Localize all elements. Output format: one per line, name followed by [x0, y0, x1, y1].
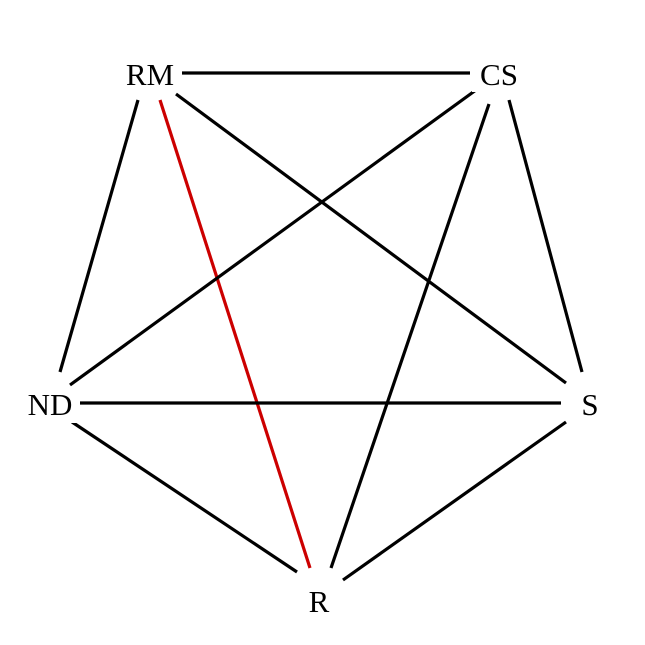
node-nd: ND [22, 387, 78, 423]
node-cs-background [472, 56, 526, 92]
edge-cs-r [329, 103, 491, 569]
node-s: S [575, 387, 605, 423]
edge-rm-nd [58, 99, 140, 373]
edge-cs-nd [69, 88, 477, 387]
edge-rm-s [175, 92, 567, 385]
edge-cs-s [507, 99, 584, 373]
node-r-label: R [309, 584, 330, 619]
node-nd-background [22, 387, 78, 423]
edge-nd-r [71, 420, 298, 574]
node-rm-label: RM [126, 57, 174, 92]
node-nd-label: ND [28, 387, 73, 422]
nodes-layer: RM CS ND S R [22, 56, 605, 619]
node-s-background [575, 387, 605, 423]
edges-layer [58, 71, 584, 582]
node-s-label: S [581, 387, 598, 422]
node-r: R [303, 583, 335, 619]
node-rm-background [122, 56, 178, 92]
node-cs-label: CS [480, 57, 518, 92]
node-rm: RM [122, 56, 178, 92]
edge-s-r [342, 420, 567, 582]
node-r-background [303, 583, 335, 619]
edge-rm-r [158, 99, 312, 569]
node-cs: CS [472, 56, 526, 92]
